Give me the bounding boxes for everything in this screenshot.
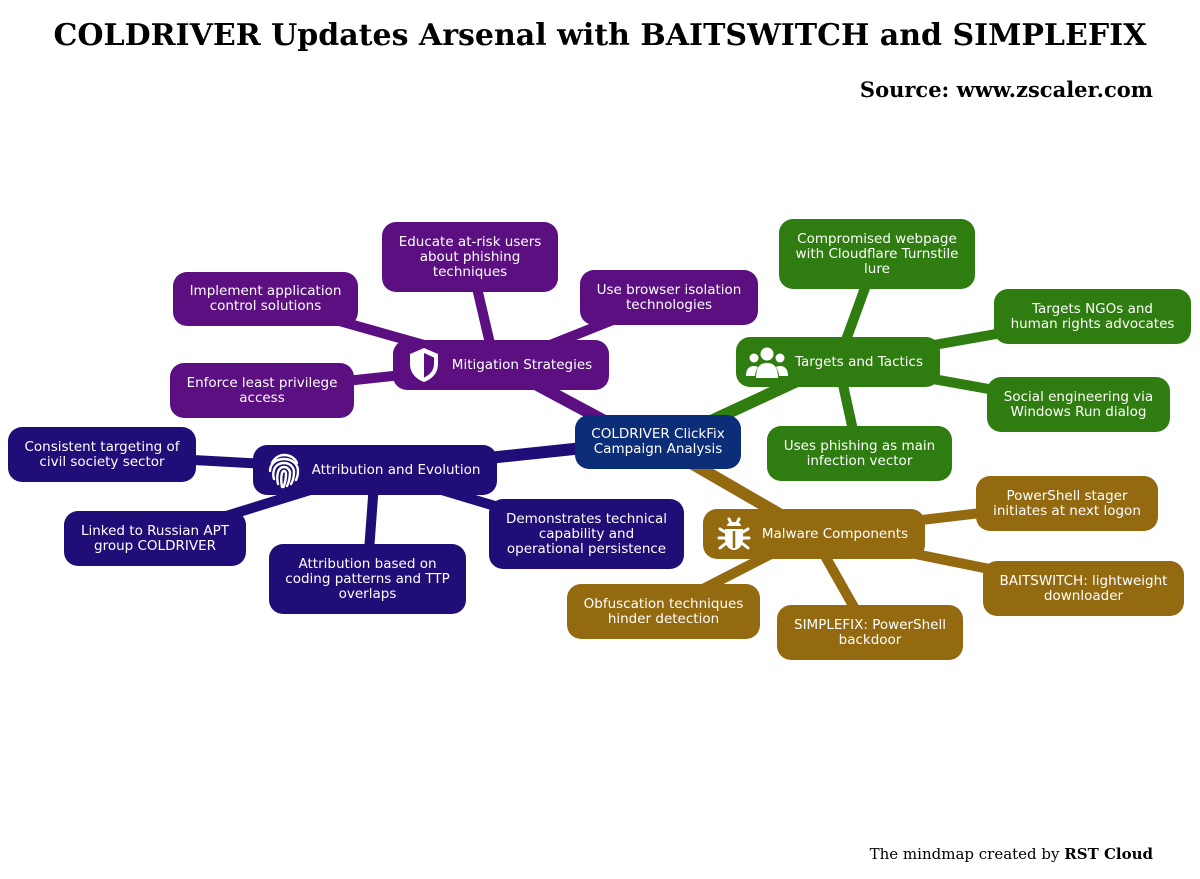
center-node[interactable]: COLDRIVER ClickFix Campaign Analysis [575, 415, 741, 469]
branch-mitigation[interactable]: Mitigation Strategies [393, 340, 609, 390]
malware-obfuscation-label: Obfuscation techniques hinder detection [583, 595, 744, 627]
source-credit: Source: www.zscaler.com [859, 77, 1153, 102]
attribution-linked-label: Linked to Russian APT group COLDRIVER [80, 522, 230, 554]
targets-webpage-node[interactable]: Compromised webpage with Cloudflare Turn… [779, 219, 975, 289]
targets-social-node[interactable]: Social engineering via Windows Run dialo… [987, 377, 1170, 432]
bug-icon [713, 513, 755, 555]
attribution-consistent-node[interactable]: Consistent targeting of civil society se… [8, 427, 196, 482]
targets-phishing-node[interactable]: Uses phishing as main infection vector [767, 426, 952, 481]
attribution-demonstrates-label: Demonstrates technical capability and op… [505, 510, 668, 557]
mitigation-appcontrol-label: Implement application control solutions [189, 283, 342, 314]
mitigation-browser-label: Use browser isolation technologies [596, 281, 742, 313]
attribution-demonstrates-node[interactable]: Demonstrates technical capability and op… [489, 499, 684, 569]
malware-baitswitch-label: BAITSWITCH: lightweight downloader [999, 572, 1168, 604]
mitigation-educate-node[interactable]: Educate at-risk users about phishing tec… [382, 222, 558, 292]
mitigation-privilege-node[interactable]: Enforce least privilege access [170, 363, 354, 418]
branch-targets[interactable]: Targets and Tactics [736, 337, 940, 387]
branch-malware-label: Malware Components [761, 525, 909, 542]
center-node-label: COLDRIVER ClickFix Campaign Analysis [591, 426, 725, 457]
targets-ngos-node[interactable]: Targets NGOs and human rights advocates [994, 289, 1191, 344]
attribution-consistent-label: Consistent targeting of civil society se… [24, 438, 180, 470]
malware-obfuscation-node[interactable]: Obfuscation techniques hinder detection [567, 584, 760, 639]
branch-mitigation-label: Mitigation Strategies [451, 356, 593, 373]
mitigation-privilege-label: Enforce least privilege access [186, 374, 338, 406]
malware-stager-node[interactable]: PowerShell stager initiates at next logo… [976, 476, 1158, 531]
fingerprint-icon [263, 449, 305, 491]
branch-attribution[interactable]: Attribution and Evolution [253, 445, 497, 495]
malware-baitswitch-node[interactable]: BAITSWITCH: lightweight downloader [983, 561, 1184, 616]
mitigation-educate-label: Educate at-risk users about phishing tec… [398, 233, 542, 280]
malware-stager-label: PowerShell stager initiates at next logo… [993, 487, 1141, 519]
footer-prefix: The mindmap created by [869, 845, 1060, 863]
targets-phishing-label: Uses phishing as main infection vector [783, 437, 936, 469]
targets-ngos-label: Targets NGOs and human rights advocates [1010, 300, 1175, 332]
branch-malware[interactable]: Malware Components [703, 509, 925, 559]
branch-attribution-label: Attribution and Evolution [311, 461, 481, 478]
shield-icon [403, 344, 445, 386]
malware-simplefix-label: SIMPLEFIX: PowerShell backdoor [794, 616, 946, 648]
footer-brand: RST Cloud [1064, 845, 1153, 863]
users-icon [746, 341, 788, 383]
attribution-linked-node[interactable]: Linked to Russian APT group COLDRIVER [64, 511, 246, 566]
diagram-title: COLDRIVER Updates Arsenal with BAITSWITC… [53, 18, 1147, 53]
targets-webpage-label: Compromised webpage with Cloudflare Turn… [795, 230, 959, 277]
attribution-coding-node[interactable]: Attribution based on coding patterns and… [269, 544, 466, 614]
mitigation-appcontrol-node[interactable]: Implement application control solutions [173, 272, 358, 326]
targets-social-label: Social engineering via Windows Run dialo… [1003, 388, 1154, 420]
attribution-coding-label: Attribution based on coding patterns and… [285, 555, 450, 602]
footer-credit: The mindmap created by RST Cloud [870, 845, 1153, 863]
mitigation-browser-node[interactable]: Use browser isolation technologies [580, 270, 758, 325]
malware-simplefix-node[interactable]: SIMPLEFIX: PowerShell backdoor [777, 605, 963, 660]
branch-targets-label: Targets and Tactics [795, 353, 923, 370]
